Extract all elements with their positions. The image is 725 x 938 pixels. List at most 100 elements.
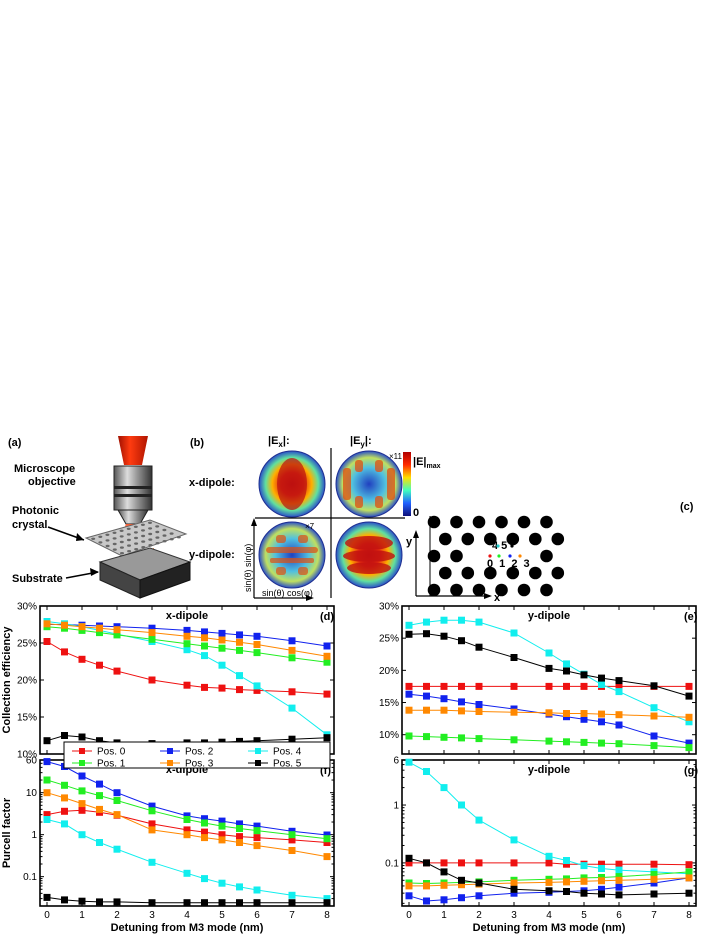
substrate-label: Substrate (12, 573, 63, 585)
crystal-hole (91, 537, 96, 540)
data-point (510, 859, 518, 867)
ex-y-dipole-pattern (266, 535, 318, 575)
crystal-hole (119, 546, 124, 549)
substrate-arrowhead (90, 568, 99, 576)
data-point (510, 629, 518, 637)
pos1-marker (497, 554, 501, 558)
data-point (253, 632, 261, 640)
data-point (43, 893, 51, 901)
data-point (113, 845, 121, 853)
y-tick-label: 15% (17, 713, 37, 724)
data-point (685, 713, 693, 721)
data-point (236, 839, 243, 846)
data-point (545, 682, 553, 690)
y-tick-label: 60 (26, 756, 38, 767)
series-pos3 (43, 789, 331, 861)
data-point (148, 858, 156, 866)
data-point (253, 834, 261, 842)
lattice-hole (517, 515, 531, 529)
data-point (650, 890, 658, 898)
data-point (201, 899, 208, 907)
pos5-marker (510, 544, 514, 548)
y-tick-label: 25% (379, 634, 399, 645)
lattice-hole (540, 515, 553, 529)
data-point (598, 718, 605, 726)
data-point (405, 882, 413, 890)
legend-label: Pos. 3 (185, 759, 214, 770)
data-point (148, 826, 156, 834)
data-point (510, 682, 518, 690)
crystal-hole (126, 533, 131, 536)
data-point (405, 892, 413, 900)
data-point (96, 661, 103, 669)
x-tick-label: 5 (219, 910, 225, 921)
panel-f-label: (f) (320, 765, 331, 777)
lattice-hole (427, 515, 441, 529)
panel-a-illustration: (a) Microscope objective Photonic crysta… (8, 436, 192, 599)
data-point (475, 859, 483, 867)
crystal-hole (155, 536, 160, 539)
crystal-hole (162, 534, 167, 537)
data-point (458, 637, 465, 645)
data-point (236, 899, 243, 907)
x-tick-label: 3 (149, 910, 155, 921)
data-point (563, 660, 570, 668)
data-point (218, 836, 226, 844)
crystal-hole (133, 525, 138, 528)
series-pos3 (405, 874, 693, 890)
data-point (440, 784, 448, 792)
x-tick-label: 3 (511, 910, 517, 921)
crystal-hole (148, 538, 153, 541)
crystal-label: crystal (12, 519, 47, 531)
ky-arrowhead (251, 518, 257, 526)
crystal-hole (98, 541, 103, 544)
data-point (510, 885, 518, 893)
data-point (323, 853, 331, 861)
data-point (580, 682, 588, 690)
data-point (615, 677, 623, 685)
data-point (201, 628, 208, 636)
data-point (236, 672, 243, 680)
pos3-marker (518, 554, 522, 558)
data-point (545, 737, 553, 745)
x-dipole-row-label: x-dipole: (189, 477, 235, 489)
data-point (218, 822, 226, 830)
data-point (615, 866, 623, 874)
y-arrowhead (413, 530, 419, 538)
data-point (545, 852, 553, 860)
data-point (580, 877, 588, 885)
kx-label: sin(θ) cos(φ) (262, 588, 313, 598)
data-point (61, 621, 68, 629)
data-point (288, 704, 296, 712)
data-point (598, 877, 605, 885)
legend-label: Pos. 1 (97, 759, 126, 770)
kx-arrowhead (306, 595, 314, 601)
data-point (423, 733, 430, 741)
lattice-holes (427, 515, 565, 597)
chart-title: y-dipole (528, 610, 570, 622)
data-point (458, 859, 465, 867)
lattice-hole (551, 566, 565, 580)
data-point (43, 737, 51, 745)
data-point (545, 664, 553, 672)
colorbar-min-label: 0 (413, 507, 419, 519)
crystal-hole (134, 548, 139, 551)
series-pos0 (43, 638, 331, 698)
photonic-arrowhead (76, 533, 84, 541)
data-point (615, 860, 623, 868)
data-point (183, 626, 191, 634)
data-point (78, 831, 86, 839)
data-point (218, 684, 226, 692)
series-pos0 (405, 682, 693, 690)
crystal-hole (98, 535, 103, 538)
photonic-crystal-holes (91, 521, 181, 555)
crystal-hole (148, 532, 153, 536)
lattice-hole (484, 532, 497, 546)
legend-label: Pos. 0 (97, 747, 126, 758)
series-pos0 (405, 859, 693, 869)
data-point (148, 635, 156, 643)
crystal-hole (105, 539, 110, 542)
data-point (78, 787, 86, 795)
